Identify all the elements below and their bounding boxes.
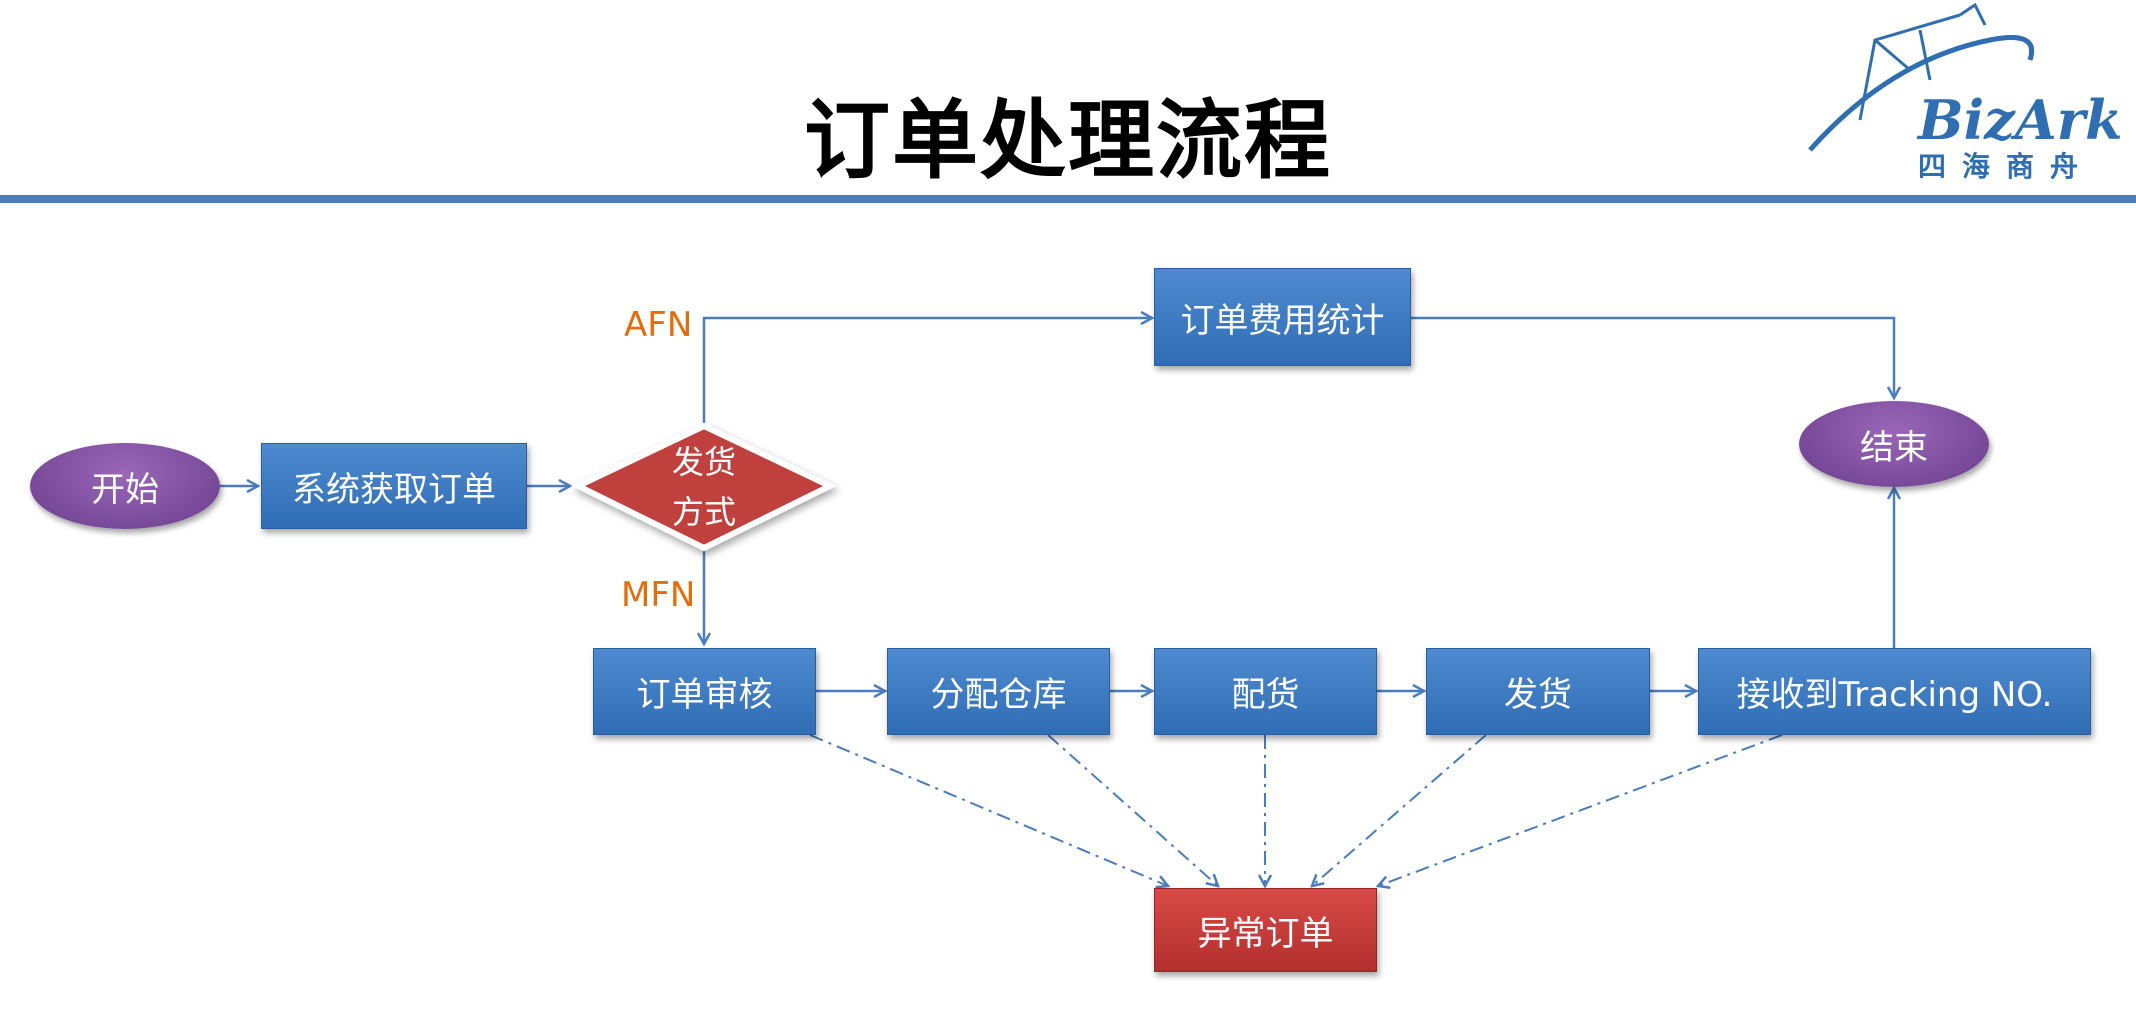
decision-diamond <box>571 422 837 552</box>
connector-afn <box>702 318 1152 428</box>
exception-link-tracking <box>1378 734 1783 886</box>
exception-link-allocate <box>1047 734 1218 886</box>
connector-fee-end <box>1411 316 1894 398</box>
start-label: 开始 <box>91 469 159 510</box>
allocate-box: 分配仓库 <box>887 648 1110 735</box>
decision-line-1: 发货 <box>671 443 736 481</box>
page-title: 订单处理流程 <box>804 91 1332 191</box>
fee-stats-box: 订单费用统计 <box>1154 268 1411 366</box>
fee-stats-label: 订单费用统计 <box>1180 300 1385 341</box>
afn-label: AFN <box>624 305 693 345</box>
decision-text: 发货 方式 <box>644 437 764 537</box>
logo-brand: BizArk <box>1918 88 2123 152</box>
exception-label: 异常订单 <box>1197 913 1334 954</box>
logo-subtitle: 四海商舟 <box>1918 150 2095 183</box>
title-divider <box>0 195 2136 203</box>
decision-line-2: 方式 <box>671 493 736 531</box>
bizark-logo-icon <box>1808 2 2034 152</box>
pick-box: 配货 <box>1154 648 1377 735</box>
review-box: 订单审核 <box>593 648 816 735</box>
start-node: 开始 <box>30 443 220 529</box>
pick-label: 配货 <box>1231 675 1300 715</box>
exception-link-review <box>809 734 1168 886</box>
exception-box: 异常订单 <box>1154 888 1377 972</box>
tracking-label: 接收到Tracking NO. <box>1736 675 2053 715</box>
mfn-label: MFN <box>621 575 696 615</box>
ship-label: 发货 <box>1504 675 1572 715</box>
fetch-order-label: 系统获取订单 <box>292 469 496 510</box>
tracking-box: 接收到Tracking NO. <box>1698 648 2091 735</box>
ship-box: 发货 <box>1426 648 1650 735</box>
exception-link-ship <box>1312 734 1487 886</box>
end-label: 结束 <box>1860 427 1928 468</box>
fetch-order-box: 系统获取订单 <box>261 443 527 529</box>
allocate-label: 分配仓库 <box>930 675 1067 715</box>
review-label: 订单审核 <box>636 675 773 715</box>
end-node: 结束 <box>1799 401 1989 487</box>
